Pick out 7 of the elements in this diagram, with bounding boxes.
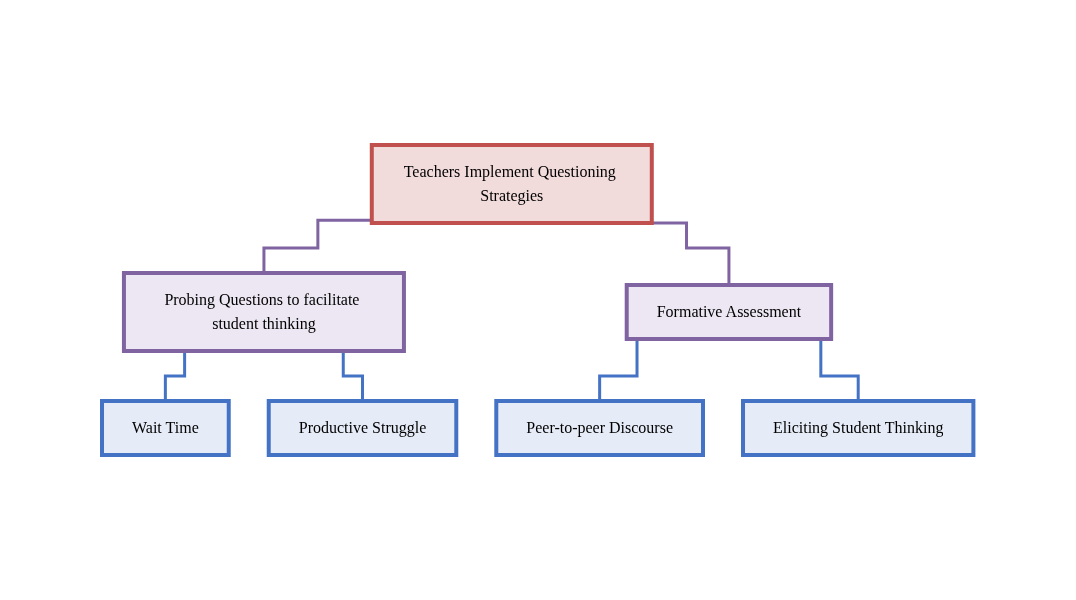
node-box: Formative Assessment bbox=[625, 283, 834, 341]
node-box: Eliciting Student Thinking bbox=[741, 399, 976, 457]
node-box: Wait Time bbox=[100, 399, 232, 457]
node-box: Peer-to-peer Discourse bbox=[494, 399, 706, 457]
node-box: Teachers Implement Questioning Strategies bbox=[370, 143, 655, 225]
node-box: Probing Questions to facilitate student thinking bbox=[122, 271, 407, 353]
node-box: Productive Struggle bbox=[267, 399, 459, 457]
